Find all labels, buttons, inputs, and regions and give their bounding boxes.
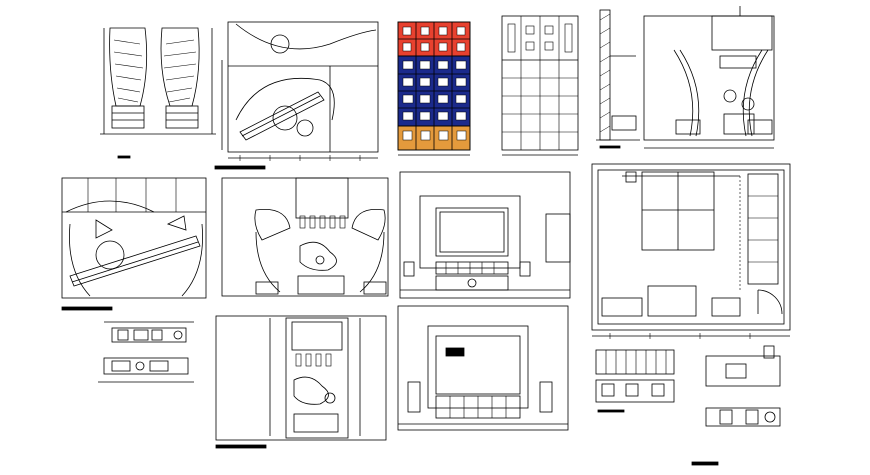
bed-wall-front-elevation — [221, 177, 389, 297]
wardrobe-tall-elevation — [215, 315, 387, 449]
tv-unit-detailed-elevation — [397, 305, 569, 431]
wardrobe-curved-elevation-pair — [100, 27, 216, 159]
tv-unit-elevation — [399, 171, 571, 299]
furniture-plan-strips — [98, 321, 194, 383]
bed-headboard-elevation — [61, 177, 207, 311]
master-wardrobe-elevation — [643, 6, 775, 149]
bedroom-floor-plan — [591, 163, 791, 339]
bedroom-wall-elevation-plan — [214, 21, 379, 170]
wardrobe-shutter-grid-outline — [501, 15, 579, 156]
wardrobe-shutter-grid-colored — [397, 21, 471, 156]
wardrobe-side-section — [596, 9, 640, 149]
drawer-unit-elevations — [595, 345, 781, 466]
